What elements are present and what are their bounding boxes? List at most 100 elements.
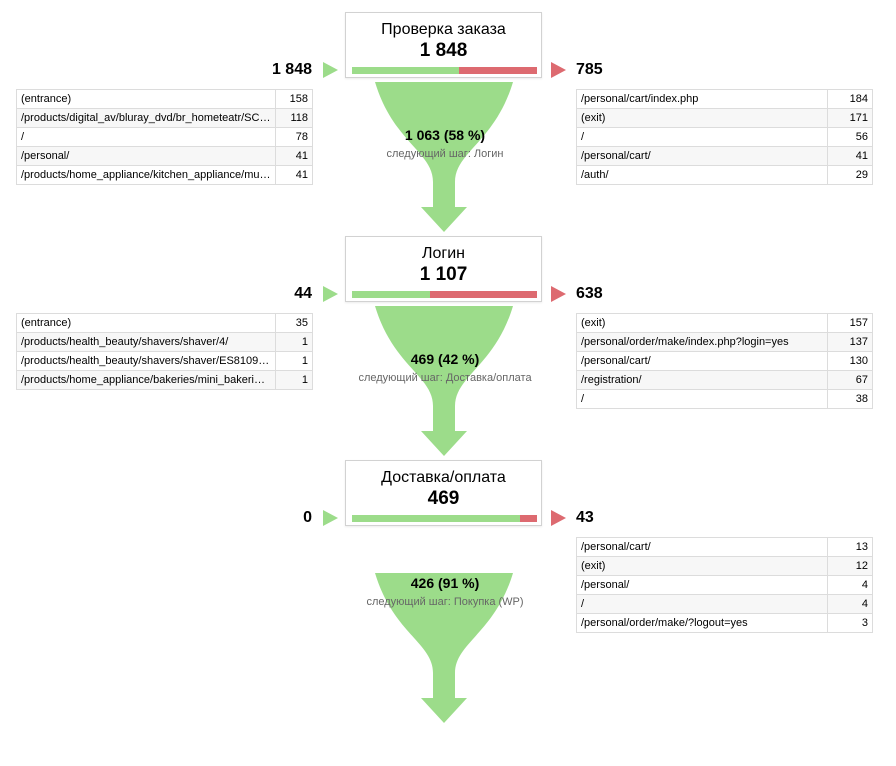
- exit-arrow-icon: [551, 286, 566, 302]
- table-row[interactable]: /personal/order/make/index.php?login=yes…: [576, 332, 873, 352]
- table-row[interactable]: /registration/67: [576, 370, 873, 390]
- stage-progress-fill: [352, 67, 460, 74]
- page-count: 78: [275, 127, 313, 147]
- page-count: 118: [275, 108, 313, 128]
- page-count: 41: [275, 146, 313, 166]
- page-path: /products/home_appliance/bakeries/mini_b…: [16, 370, 276, 390]
- stage-name: Проверка заказа: [381, 21, 506, 38]
- page-count: 35: [275, 313, 313, 333]
- exit-arrow-icon: [551, 62, 566, 78]
- entrance-arrow-icon: [323, 62, 338, 78]
- exits-count: 43: [576, 509, 594, 526]
- stage-count: 1 107: [419, 264, 468, 285]
- page-path: /personal/order/make/index.php?login=yes: [576, 332, 828, 352]
- table-row[interactable]: (exit)171: [576, 108, 873, 128]
- table-row[interactable]: /78: [16, 127, 313, 147]
- page-count: 4: [827, 594, 873, 614]
- stage-box[interactable]: Доставка/оплата 469: [345, 460, 542, 526]
- page-count: 56: [827, 127, 873, 147]
- page-count: 1: [275, 351, 313, 371]
- page-path: /: [16, 127, 276, 147]
- page-count: 1: [275, 332, 313, 352]
- page-count: 1: [275, 370, 313, 390]
- table-row[interactable]: (exit)157: [576, 313, 873, 333]
- conversion-value: 469 (42 %): [410, 351, 480, 367]
- table-row[interactable]: (exit)12: [576, 556, 873, 576]
- page-path: /registration/: [576, 370, 828, 390]
- page-count: 130: [827, 351, 873, 371]
- page-count: 41: [275, 165, 313, 185]
- entrance-arrow-icon: [323, 286, 338, 302]
- destinations-table: /personal/cart/13(exit)12/personal/4/4/p…: [576, 537, 873, 633]
- entrances-count: 44: [294, 285, 312, 302]
- page-path: (exit): [576, 556, 828, 576]
- page-path: /: [576, 594, 828, 614]
- page-count: 38: [827, 389, 873, 409]
- table-row[interactable]: /products/home_appliance/kitchen_applian…: [16, 165, 313, 185]
- conversion-value: 1 063 (58 %): [404, 127, 486, 143]
- next-step-label: следующий шаг: Покупка (WP): [366, 596, 524, 608]
- page-count: 13: [827, 537, 873, 557]
- table-row[interactable]: /personal/cart/41: [576, 146, 873, 166]
- page-count: 184: [827, 89, 873, 109]
- page-path: /products/health_beauty/shavers/shaver/4…: [16, 332, 276, 352]
- stage-count: 1 848: [419, 40, 468, 61]
- page-path: /products/health_beauty/shavers/shaver/E…: [16, 351, 276, 371]
- page-path: /products/home_appliance/kitchen_applian…: [16, 165, 276, 185]
- funnel-arrow-icon: [375, 573, 513, 723]
- page-count: 12: [827, 556, 873, 576]
- sources-table: (entrance)35/products/health_beauty/shav…: [16, 313, 313, 390]
- next-step-label: следующий шаг: Доставка/оплата: [358, 372, 532, 384]
- page-path: (exit): [576, 313, 828, 333]
- page-count: 158: [275, 89, 313, 109]
- table-row[interactable]: /products/health_beauty/shavers/shaver/4…: [16, 332, 313, 352]
- page-path: /products/digital_av/bluray_dvd/br_homet…: [16, 108, 276, 128]
- page-path: /personal/cart/index.php: [576, 89, 828, 109]
- table-row[interactable]: /personal/4: [576, 575, 873, 595]
- page-count: 67: [827, 370, 873, 390]
- funnel-step-2: 44 Логин 1 107 638 469 (42 %) следующий …: [0, 224, 896, 456]
- funnel-arrow-icon: [375, 306, 513, 456]
- page-path: /auth/: [576, 165, 828, 185]
- table-row[interactable]: /56: [576, 127, 873, 147]
- table-row[interactable]: (entrance)35: [16, 313, 313, 333]
- table-row[interactable]: /products/home_appliance/bakeries/mini_b…: [16, 370, 313, 390]
- table-row[interactable]: /products/health_beauty/shavers/shaver/E…: [16, 351, 313, 371]
- page-path: (entrance): [16, 313, 276, 333]
- table-row[interactable]: /personal/cart/130: [576, 351, 873, 371]
- funnel-step-3: 0 Доставка/оплата 469 43 426 (91 %) след…: [0, 448, 896, 723]
- stage-progress-fill: [352, 291, 430, 298]
- table-row[interactable]: /products/digital_av/bluray_dvd/br_homet…: [16, 108, 313, 128]
- table-row[interactable]: /38: [576, 389, 873, 409]
- table-row[interactable]: /personal/cart/13: [576, 537, 873, 557]
- funnel-arrow-icon: [375, 82, 513, 232]
- page-count: 171: [827, 108, 873, 128]
- stage-box[interactable]: Логин 1 107: [345, 236, 542, 302]
- page-count: 41: [827, 146, 873, 166]
- conversion-value: 426 (91 %): [410, 575, 480, 591]
- table-row[interactable]: /4: [576, 594, 873, 614]
- exits-count: 638: [576, 285, 603, 302]
- entrance-arrow-icon: [323, 510, 338, 526]
- page-path: /personal/cart/: [576, 146, 828, 166]
- page-path: /personal/cart/: [576, 351, 828, 371]
- table-row[interactable]: /personal/41: [16, 146, 313, 166]
- stage-name: Доставка/оплата: [381, 469, 506, 486]
- next-step-label: следующий шаг: Логин: [386, 148, 504, 160]
- stage-count: 469: [427, 488, 460, 509]
- page-path: (exit): [576, 108, 828, 128]
- entrances-count: 1 848: [271, 61, 312, 78]
- page-path: /personal/: [576, 575, 828, 595]
- page-path: /personal/cart/: [576, 537, 828, 557]
- stage-name: Логин: [421, 245, 465, 262]
- page-path: (entrance): [16, 89, 276, 109]
- page-count: 29: [827, 165, 873, 185]
- stage-box[interactable]: Проверка заказа 1 848: [345, 12, 542, 78]
- page-path: /personal/: [16, 146, 276, 166]
- table-row[interactable]: (entrance)158: [16, 89, 313, 109]
- entrances-count: 0: [303, 509, 312, 526]
- table-row[interactable]: /auth/29: [576, 165, 873, 185]
